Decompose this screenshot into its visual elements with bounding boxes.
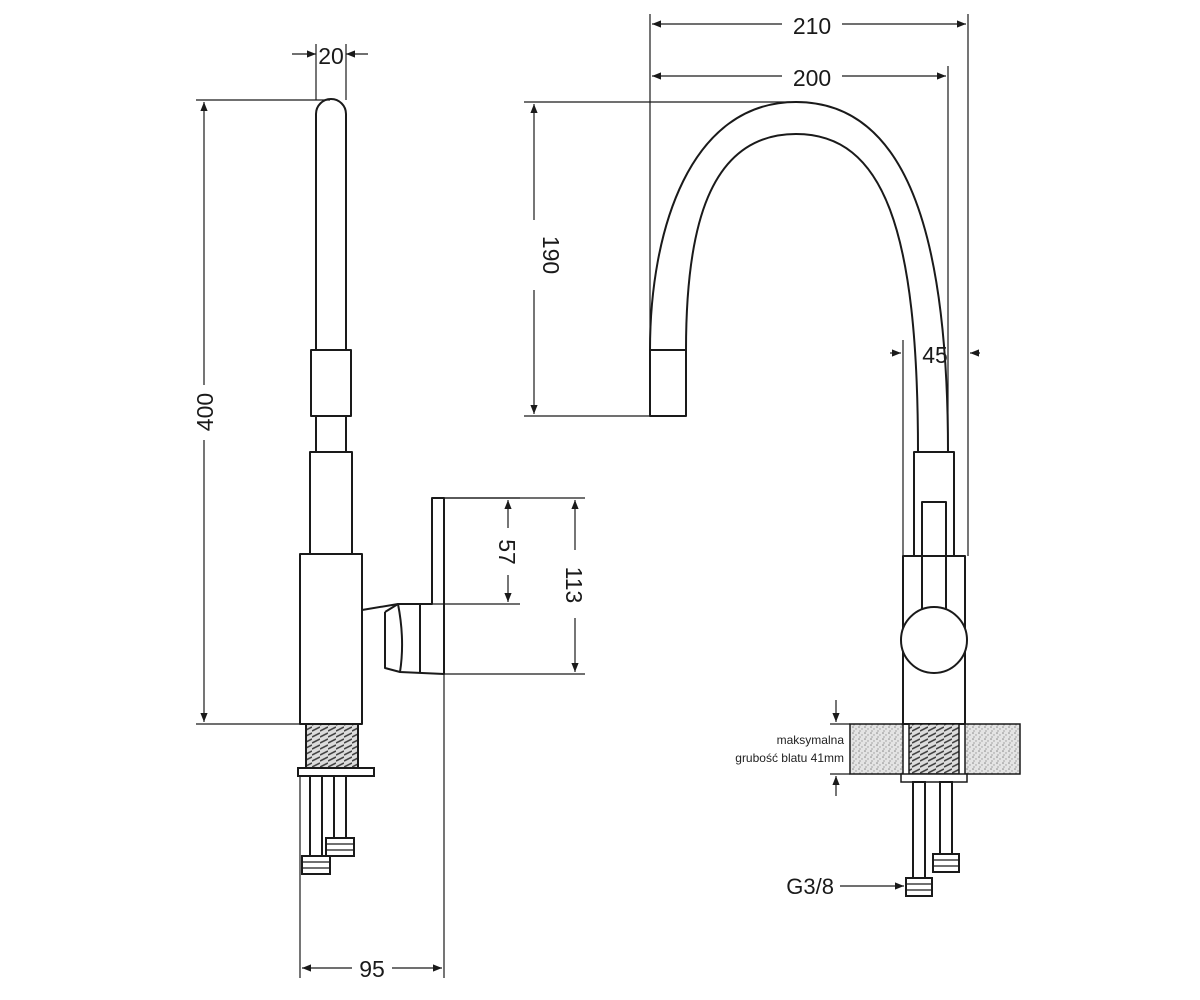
hose-right: [333, 775, 347, 839]
side-view-dimensions: [196, 44, 585, 978]
front-view: [649, 101, 968, 725]
front-view-dimensions: [524, 14, 980, 890]
spout-sleeve: [310, 349, 352, 417]
faucet-body: [299, 553, 363, 725]
mount-thread: [305, 723, 359, 769]
countertop-right: [964, 723, 1021, 775]
spout-tube-lower: [315, 415, 347, 453]
dim-label-20: 20: [318, 43, 344, 69]
countertop-note-line2: grubość blatu 41mm: [735, 751, 844, 765]
nut-right: [325, 837, 355, 857]
front-nut-left: [905, 877, 933, 897]
front-nut-right: [932, 853, 960, 873]
dim-label-113: 113: [561, 567, 587, 604]
countertop: [849, 723, 1021, 783]
spout-curve-inner: [685, 133, 919, 453]
spout-curve-outer: [649, 101, 949, 453]
front-mount-thread: [908, 723, 960, 775]
side-view: [299, 98, 445, 725]
dim-label-95: 95: [359, 956, 385, 982]
side-view-mount: [297, 723, 375, 875]
dim-label-400: 400: [192, 393, 218, 431]
mount-plate: [297, 767, 375, 777]
countertop-note-line1: maksymalna: [777, 733, 845, 747]
dim-label-210: 210: [793, 13, 831, 39]
front-view-labels: 210 200 190 45 maksymalna grubość blatu …: [538, 13, 948, 899]
dim-label-45: 45: [922, 342, 948, 368]
front-mount-plate: [900, 773, 968, 783]
dim-label-190: 190: [538, 236, 564, 274]
connector-label: G3/8: [786, 874, 834, 899]
hose-left: [309, 775, 323, 857]
front-hose-left: [912, 781, 926, 879]
front-handle-knob: [900, 606, 968, 674]
front-neck: [913, 451, 955, 557]
spout-neck: [309, 451, 353, 555]
nut-left: [301, 855, 331, 875]
spout-tube-upper: [315, 98, 347, 351]
dim-label-200: 200: [793, 65, 831, 91]
front-hose-right: [939, 781, 953, 855]
spout-tip: [649, 349, 687, 417]
front-handle: [921, 501, 947, 640]
countertop-left: [849, 723, 904, 775]
front-view-hoses: [905, 781, 960, 897]
dim-label-57: 57: [494, 539, 520, 565]
side-view-labels: 20 400 95 57 113: [192, 43, 587, 982]
